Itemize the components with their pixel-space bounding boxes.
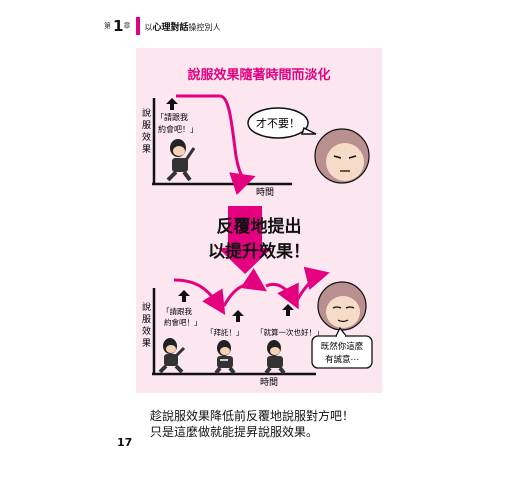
top-woman-face: [314, 128, 370, 184]
panel-title: 說服效果隨著時間而淡化: [187, 68, 331, 83]
illustration-svg: 說 服 效 果 「請跟我 約會吧！」 時間: [142, 94, 373, 388]
bottom-speech1-line-1: 「請跟我: [162, 306, 192, 316]
top-ylabel-2: 服: [142, 120, 151, 131]
caption-line-2: 只是這麼做就能提昇說服效果。: [150, 425, 319, 439]
bottom-reply-line-1: 既然你這麼: [321, 341, 364, 352]
banner-line-2: 以提升效果！: [208, 241, 310, 262]
bottom-reply-bubble: 既然你這麼 有誠意⋯: [311, 326, 373, 369]
bottom-woman-face: [317, 281, 367, 331]
top-speech-line-1: 「請跟我: [156, 112, 188, 122]
bottom-xlabel: 時間: [260, 377, 278, 388]
chapter-title-part-a: 以: [144, 22, 153, 32]
chapter-title: 以心理對話操控別人: [144, 20, 220, 33]
page-caption: 趁說服效果降低前反覆地說服對方吧！ 只是這麼做就能提昇說服效果。: [150, 408, 354, 440]
top-reply-text: 才不要！: [256, 116, 300, 130]
chapter-suffix: 章: [123, 22, 131, 30]
illustration-panel: 說服效果隨著時間而淡化 說 服 效 果 「請跟我 約會吧！」: [136, 48, 382, 393]
top-ylabel-4: 果: [142, 144, 151, 155]
top-reply-bubble: 才不要！: [247, 107, 317, 139]
bottom-ylabel-3: 效: [142, 325, 151, 337]
chapter-title-part-c: 操控別人: [188, 22, 221, 32]
top-man-figure: [166, 139, 196, 182]
bottom-graph: 說 服 效 果 「請跟我 約會吧！」 「拜託！」 「就算一次也好！」: [142, 266, 330, 388]
top-up-arrow: [166, 98, 178, 110]
bottom-ylabel-1: 說: [142, 301, 151, 313]
bottom-man-figure-2: [214, 340, 236, 375]
bottom-ylabel-4: 果: [142, 338, 151, 349]
chapter-number: 1: [113, 17, 124, 35]
caption-line-1: 趁說服效果降低前反覆地說服對方吧！: [150, 409, 355, 423]
bottom-reply-line-2: 有誠意⋯: [325, 354, 359, 365]
chapter-header: 第 1 章 以心理對話操控別人: [104, 16, 220, 36]
bottom-up-arrow-1: [178, 290, 190, 302]
top-ylabel-1: 說: [142, 107, 151, 119]
bottom-ylabel-2: 服: [142, 314, 151, 325]
bottom-curve-4: [294, 266, 330, 303]
top-decay-curve: [176, 94, 256, 196]
top-speech-line-2: 約會吧！」: [158, 124, 198, 134]
middle-banner: 反覆地提出 以提升效果！: [208, 206, 310, 274]
bottom-man-figure-1: [158, 338, 186, 374]
bottom-curve-1: [173, 278, 226, 316]
banner-line-1: 反覆地提出: [217, 216, 302, 237]
bottom-up-arrow-2: [232, 310, 244, 322]
top-graph: 說 服 效 果 「請跟我 約會吧！」 時間: [142, 94, 292, 198]
bottom-up-arrow-3: [282, 304, 294, 316]
bottom-speech2: 「拜託！」: [206, 327, 244, 337]
bottom-curve-3: [265, 282, 299, 310]
banner-arrow-shaft: [228, 206, 262, 248]
bottom-speech1-line-2: 約會吧！」: [164, 317, 202, 327]
banner-arrow-head: [218, 248, 272, 274]
bottom-speech3: 「就算一次也好！」: [256, 327, 324, 337]
top-ylabel-3: 效: [142, 131, 151, 143]
page-number: 17: [117, 436, 133, 449]
top-xlabel: 時間: [256, 187, 274, 198]
chapter-accent-bar: [136, 17, 141, 35]
chapter-title-part-b: 心理對話: [152, 22, 189, 33]
bottom-curve-2: [222, 268, 267, 307]
bottom-man-figure-3: [264, 340, 286, 375]
chapter-prefix: 第: [104, 22, 111, 30]
